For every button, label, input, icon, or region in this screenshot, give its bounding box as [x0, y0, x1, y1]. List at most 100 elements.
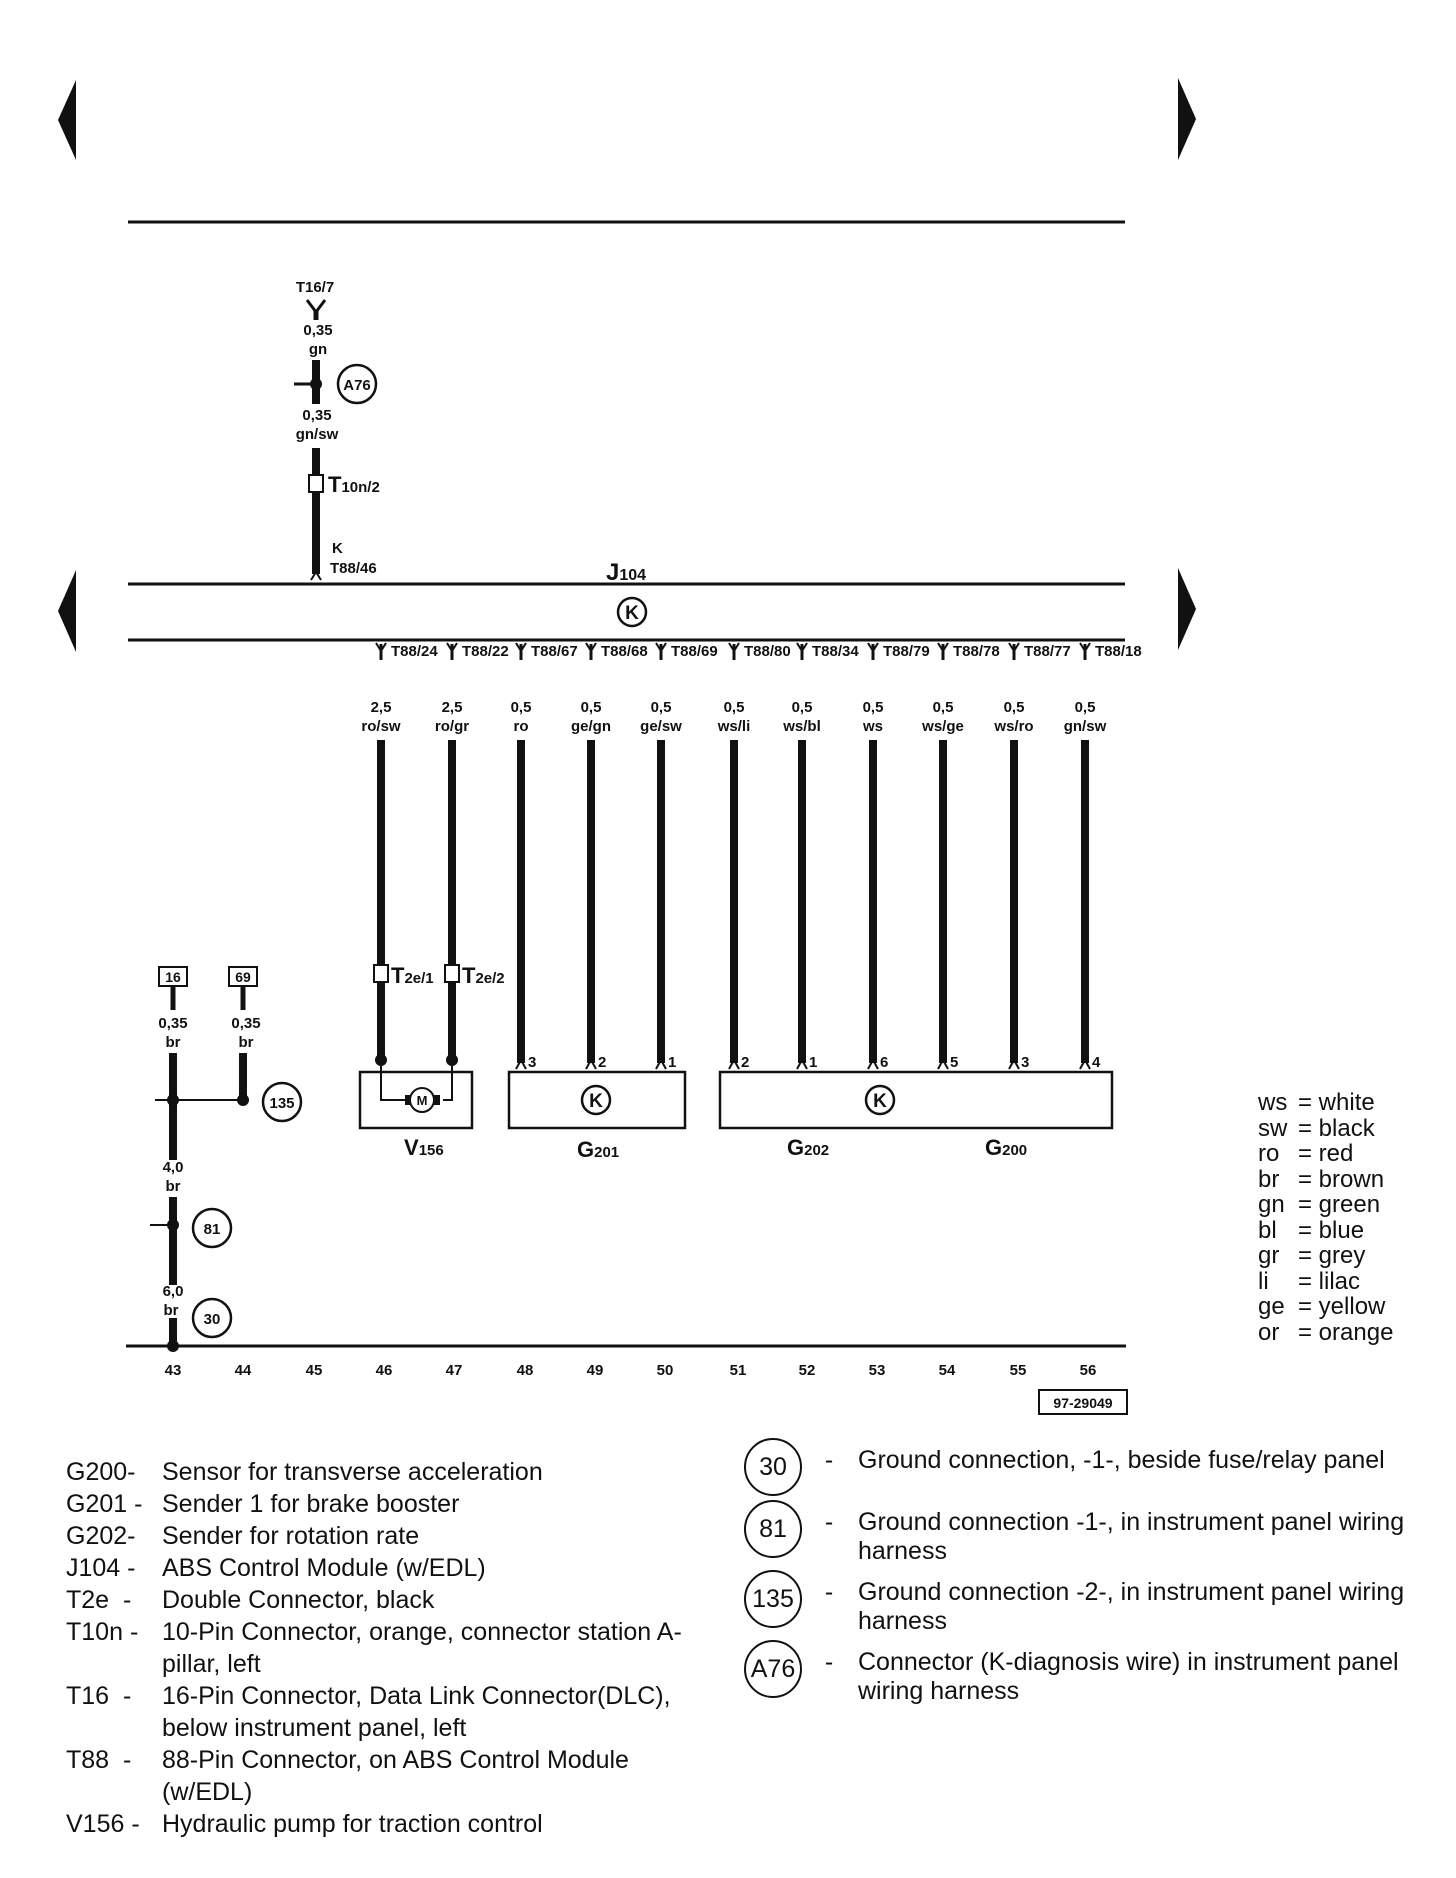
component-pin-label: 3	[528, 1054, 536, 1071]
pin-arrow	[515, 1057, 527, 1070]
wire-size-label: 0,5	[1004, 699, 1025, 716]
pin-arrow	[867, 1057, 879, 1070]
ground-135-circle	[261, 1081, 303, 1123]
k-wire-chain: T16/7 0,35 gn A76 0,35 gn/sw T10n/2 K T8…	[294, 279, 380, 581]
pin-arrow	[796, 1057, 808, 1070]
legend-row: G201 -Sender 1 for brake booster	[66, 1490, 460, 1518]
k-symbol-label: K	[589, 1091, 603, 1112]
ground-81-label: 81	[204, 1221, 221, 1238]
wire-color-label: gn/sw	[296, 426, 339, 443]
module-pin-label: T88/46	[330, 560, 377, 577]
t2e-connector-symbol	[444, 964, 460, 983]
wire-color-label: br	[166, 1178, 181, 1195]
track-number: 48	[517, 1362, 534, 1379]
t2e-connector-symbol	[373, 964, 389, 983]
wire-color-label: br	[239, 1034, 254, 1051]
module-pin-label: T88/79	[883, 643, 930, 660]
component-pin-label: 1	[668, 1054, 676, 1071]
wire-color-label: ws/li	[717, 718, 751, 735]
legend-row: V156 -Hydraulic pump for traction contro…	[66, 1810, 543, 1838]
splice-a76-circle	[336, 363, 378, 405]
pin-arrow	[655, 1057, 667, 1070]
color-code-row: ro= red	[1258, 1140, 1354, 1167]
module-pin-label: T88/34	[812, 643, 859, 660]
pin-arrow	[728, 1057, 740, 1070]
fuse-box-69-label: 69	[235, 969, 251, 985]
ground-symbol: 81	[744, 1500, 802, 1558]
splice-dot	[310, 378, 322, 390]
wire-color-label: ge/sw	[640, 718, 682, 735]
legend-row: T2e -Double Connector, black	[66, 1586, 435, 1614]
figure-id: 97-29049	[1053, 1395, 1112, 1411]
color-code-legend: ws= white sw= black ro= red br= brown gn…	[1258, 1090, 1393, 1345]
wire-size-label: 2,5	[442, 699, 463, 716]
module-pin-label: T88/68	[601, 643, 648, 660]
legend-row: 30-Ground connection, -1-, beside fuse/r…	[744, 1438, 1418, 1496]
ground-section: 16 69 0,35 br 0,35 br 135 4,0 br 81 6,0 …	[150, 966, 303, 1352]
ground-symbol: 135	[744, 1570, 802, 1628]
component-label-g200: G200	[985, 1135, 1027, 1160]
color-code-row: gn= green	[1258, 1191, 1381, 1218]
legend-row: 81-Ground connection -1-, in instrument …	[744, 1500, 1418, 1566]
color-code-row: gr= grey	[1258, 1242, 1366, 1269]
track-number: 54	[939, 1362, 956, 1379]
module-pin-label: T88/24	[391, 643, 438, 660]
pin-arrow	[937, 1057, 949, 1070]
wire-size-label: 0,5	[511, 699, 532, 716]
fuse-box-16-label: 16	[165, 969, 181, 985]
module-pin-label: T88/18	[1095, 643, 1142, 660]
wire-color-label: gn/sw	[1064, 718, 1107, 735]
k-symbol-circle	[864, 1084, 896, 1116]
wire-size-label: 0,35	[303, 322, 332, 339]
component-label-v156: V156	[404, 1135, 444, 1160]
legend-row: G202-Sender for rotation rate	[66, 1522, 420, 1550]
track-number: 50	[657, 1362, 674, 1379]
wire-size-label: 0,35	[302, 407, 331, 424]
module-pin-label: T88/67	[531, 643, 578, 660]
module-pin-label: T88/77	[1024, 643, 1071, 660]
track-number: 51	[730, 1362, 747, 1379]
wire-size-label: 0,5	[581, 699, 602, 716]
ground-30-circle	[191, 1297, 233, 1339]
previous-page-arrow-top[interactable]	[58, 80, 76, 160]
t10n-connector-symbol	[308, 474, 324, 493]
figure-id-box	[1038, 1389, 1128, 1415]
component-pin-label: 6	[880, 1054, 888, 1071]
color-code-row: sw= black	[1258, 1114, 1375, 1142]
wire-size-label: 0,5	[863, 699, 884, 716]
component-g201: K	[507, 1070, 687, 1130]
track-number: 44	[235, 1362, 252, 1379]
wire-color-label: ws/ge	[921, 718, 964, 735]
wire-color-label: ge/gn	[571, 718, 611, 735]
track-number: 46	[376, 1362, 393, 1379]
pin-arrow	[310, 570, 322, 581]
next-page-arrow-mid[interactable]	[1178, 568, 1196, 650]
legend-row: T10n -10-Pin Connector, orange, connecto…	[66, 1618, 682, 1678]
module-pin-label: T88/22	[462, 643, 509, 660]
color-code-row: li= lilac	[1258, 1267, 1361, 1295]
legend-row: 135-Ground connection -2-, in instrument…	[744, 1570, 1418, 1636]
wire-size-label: 0,5	[933, 699, 954, 716]
color-code-row: ws= white	[1258, 1089, 1375, 1116]
wire-size-label: 4,0	[163, 1159, 184, 1176]
component-pin-label: 5	[950, 1054, 958, 1071]
connector-symbol: A76	[744, 1640, 802, 1698]
previous-page-arrow-mid[interactable]	[58, 570, 76, 652]
ground-legend: 30-Ground connection, -1-, beside fuse/r…	[744, 1438, 1418, 1718]
wire-size-label: 0,5	[792, 699, 813, 716]
ground-135-label: 135	[269, 1095, 294, 1112]
next-page-arrow-top[interactable]	[1178, 78, 1196, 160]
track-number: 55	[1010, 1362, 1027, 1379]
k-symbol-label: K	[625, 603, 639, 624]
wire-color-label: ws/ro	[993, 718, 1033, 735]
wire-size-label: 0,35	[158, 1015, 187, 1032]
track-number: 47	[446, 1362, 463, 1379]
color-code-row: bl= blue	[1258, 1216, 1365, 1244]
wire-size-label: 0,5	[724, 699, 745, 716]
module-pin-label: T88/69	[671, 643, 718, 660]
wire-color-label: br	[164, 1302, 179, 1319]
k-symbol-label: K	[873, 1091, 887, 1112]
component-legend: G200-Sensor for transverse acceleration …	[66, 1456, 722, 1840]
motor-label: M	[417, 1093, 428, 1108]
t10n-connector-label: T10n/2	[328, 472, 380, 497]
